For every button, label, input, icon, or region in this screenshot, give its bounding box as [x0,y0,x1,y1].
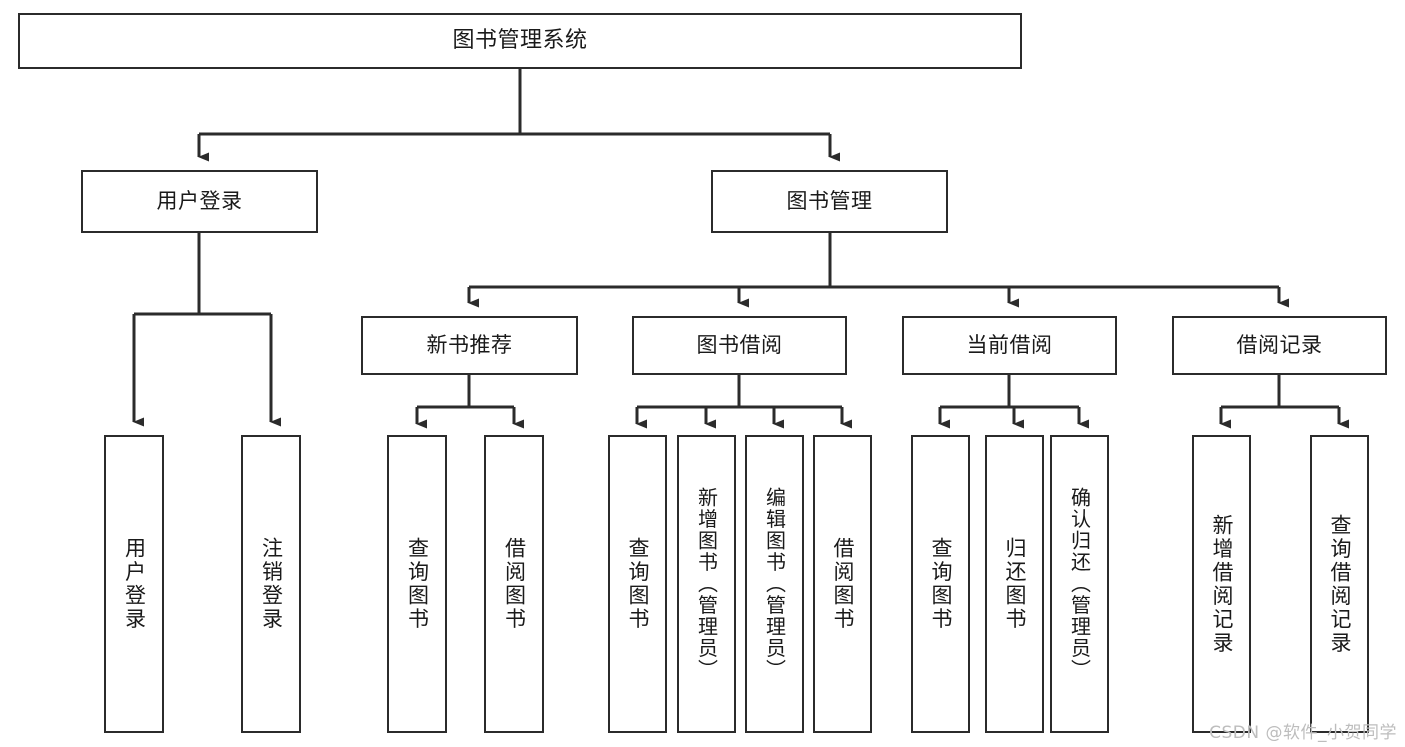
edge-bookmgmt-to-level3 [467,233,1289,308]
node-leaf-confirm-return-admin[interactable]: 确认归还（管理员） [1050,435,1109,733]
node-leaf-user-logout-label: 注销登录 [259,537,284,631]
node-leaf-query-borrow-record-label: 查询借阅记录 [1328,513,1352,655]
node-leaf-query-borrow-record[interactable]: 查询借阅记录 [1310,435,1369,733]
node-book-management[interactable]: 图书管理 [711,170,948,233]
node-leaf-query-book-current-label: 查询图书 [929,537,953,631]
node-leaf-borrow-book[interactable]: 借阅图书 [813,435,872,733]
node-leaf-confirm-return-admin-label: 确认归还（管理员） [1067,487,1092,681]
node-book-borrow[interactable]: 图书借阅 [632,316,847,375]
node-leaf-add-borrow-record-label: 新增借阅记录 [1210,513,1234,655]
edge-root-to-level2 [197,69,840,162]
node-user-login-label: 用户登录 [156,189,243,214]
node-root-label: 图书管理系统 [452,28,588,54]
node-current-borrow-label: 当前借阅 [966,333,1053,358]
node-leaf-borrow-book-label: 借阅图书 [831,537,855,631]
edge-booklogin-to-leaves [132,233,281,427]
edge-records-to-leaves [1219,375,1349,429]
node-leaf-edit-book-admin[interactable]: 编辑图书（管理员） [745,435,804,733]
node-root[interactable]: 图书管理系统 [18,13,1022,69]
node-leaf-add-borrow-record[interactable]: 新增借阅记录 [1192,435,1251,733]
edge-recommend-to-leaves [415,375,524,429]
node-new-book-recommend[interactable]: 新书推荐 [361,316,578,375]
node-current-borrow[interactable]: 当前借阅 [902,316,1117,375]
node-leaf-query-book-recommend-label: 查询图书 [405,537,430,631]
node-leaf-query-book-recommend[interactable]: 查询图书 [387,435,447,733]
node-borrow-records-label: 借阅记录 [1236,333,1323,358]
node-leaf-user-login[interactable]: 用户登录 [104,435,164,733]
node-book-borrow-label: 图书借阅 [696,333,783,358]
node-leaf-add-book-admin-label: 新增图书（管理员） [694,487,719,681]
node-leaf-borrow-book-recommend[interactable]: 借阅图书 [484,435,544,733]
node-leaf-borrow-book-recommend-label: 借阅图书 [502,537,527,631]
watermark-text: CSDN @软件_小贺同学 [1209,723,1397,743]
node-leaf-user-login-label: 用户登录 [122,537,147,631]
edge-borrow-to-leaves [635,375,852,429]
node-leaf-query-book-current[interactable]: 查询图书 [911,435,970,733]
node-leaf-return-book-label: 归还图书 [1003,537,1027,631]
node-user-login[interactable]: 用户登录 [81,170,318,233]
node-borrow-records[interactable]: 借阅记录 [1172,316,1387,375]
node-leaf-return-book[interactable]: 归还图书 [985,435,1044,733]
node-book-management-label: 图书管理 [786,189,873,214]
node-new-book-recommend-label: 新书推荐 [426,333,513,358]
node-leaf-query-book-borrow-label: 查询图书 [626,537,650,631]
node-leaf-add-book-admin[interactable]: 新增图书（管理员） [677,435,736,733]
node-leaf-edit-book-admin-label: 编辑图书（管理员） [762,487,787,681]
node-leaf-user-logout[interactable]: 注销登录 [241,435,301,733]
edge-current-to-leaves [938,375,1089,429]
node-leaf-query-book-borrow[interactable]: 查询图书 [608,435,667,733]
